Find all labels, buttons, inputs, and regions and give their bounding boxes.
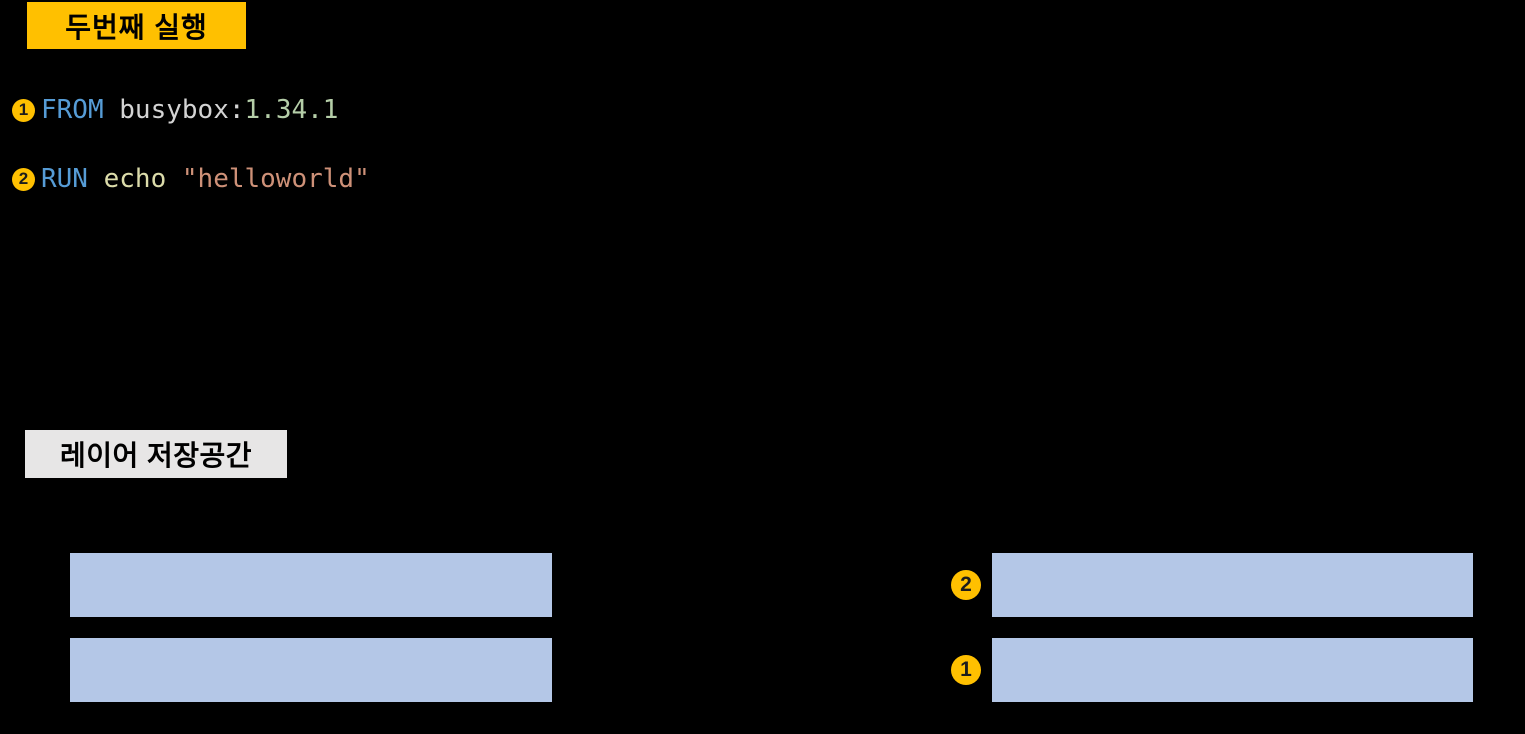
code-text: RUN echo "helloworld": [41, 165, 370, 193]
code-token: busybox:: [103, 95, 245, 125]
layer-step-badge-1: 1: [951, 655, 981, 685]
code-text: FROM busybox:1.34.1: [41, 96, 338, 124]
title-badge-label: 두번째 실행: [65, 11, 208, 43]
code-token: "helloworld": [181, 164, 370, 194]
code-token: RUN: [41, 164, 88, 194]
layer-bar-right-1: [992, 638, 1473, 702]
code-token: 1.34.1: [244, 95, 339, 125]
code-token: FROM: [41, 95, 104, 125]
layer-bar-left-2: [70, 638, 552, 702]
storage-badge: 레이어 저장공간: [25, 430, 287, 478]
code-token: echo: [87, 164, 182, 194]
layer-row-1: 1: [951, 638, 1473, 702]
step-number-badge-1: 1: [12, 98, 35, 122]
title-badge: 두번째 실행: [27, 2, 246, 49]
layer-step-badge-2: 2: [951, 570, 981, 600]
layer-bar-right-2: [992, 553, 1473, 617]
layer-bar-left-1: [70, 553, 552, 617]
layer-row-2: 2: [951, 553, 1473, 617]
layer-stack-left: [70, 553, 552, 723]
storage-badge-label: 레이어 저장공간: [59, 440, 253, 471]
step-number-badge-2: 2: [12, 167, 35, 191]
